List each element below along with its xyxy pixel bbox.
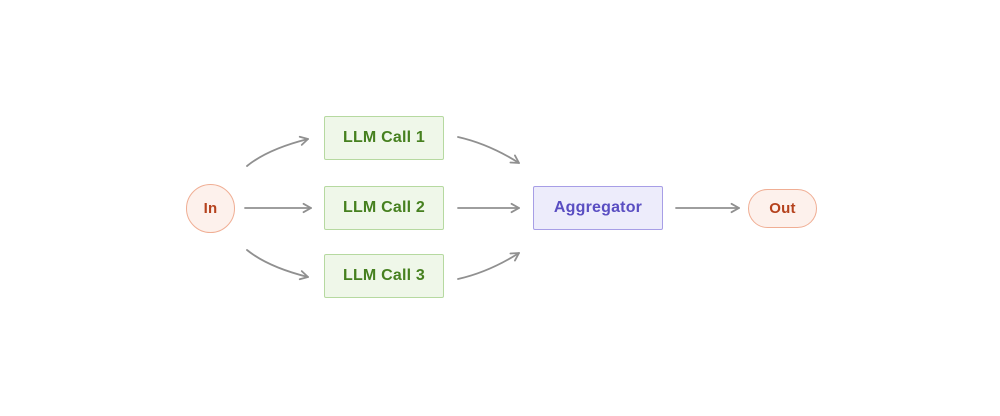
node-out: Out [748, 189, 817, 228]
node-aggregator: Aggregator [533, 186, 663, 230]
node-llm-call-2-label: LLM Call 2 [342, 199, 425, 216]
node-llm-call-1: LLM Call 1 [324, 116, 444, 160]
node-llm-call-3-label: LLM Call 3 [342, 267, 425, 284]
edge-llm-call-3-to-aggregator [457, 252, 520, 280]
edge-in-to-llm-call-3 [246, 249, 309, 281]
edge-llm-call-1-to-aggregator [457, 136, 520, 164]
node-llm-call-2: LLM Call 2 [324, 186, 444, 230]
node-llm-call-1-label: LLM Call 1 [342, 129, 425, 146]
node-in: In [186, 184, 235, 233]
node-out-label: Out [769, 200, 796, 217]
edge-in-to-llm-call-1 [246, 135, 309, 167]
node-aggregator-label: Aggregator [553, 199, 643, 216]
node-llm-call-3: LLM Call 3 [324, 254, 444, 298]
node-in-label: In [203, 200, 218, 217]
